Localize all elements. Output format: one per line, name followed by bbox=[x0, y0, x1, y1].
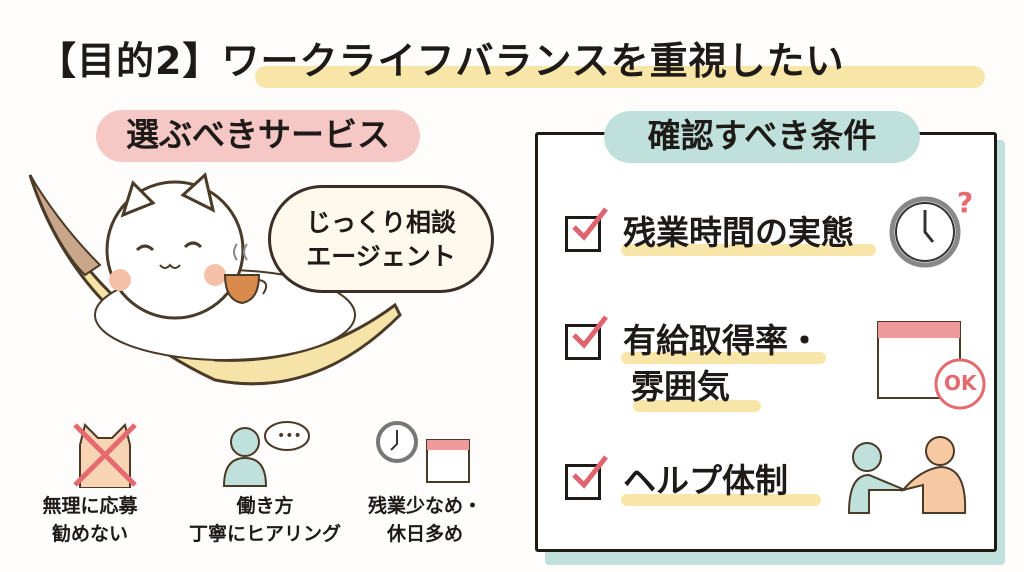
ok-badge: OK bbox=[944, 371, 977, 395]
person-speech-icon: ••• bbox=[222, 421, 310, 487]
cat-cross-icon bbox=[73, 423, 137, 488]
services-heading: 選ぶべきサービス bbox=[96, 110, 420, 162]
feature-label: 勧めない bbox=[51, 523, 128, 545]
feature-label: 働き方 bbox=[236, 495, 294, 517]
checkbox-checked[interactable] bbox=[565, 455, 608, 500]
text-highlight bbox=[621, 352, 826, 364]
condition-label: 残業時間の実態 bbox=[623, 213, 854, 252]
text-highlight bbox=[633, 400, 761, 412]
condition-help-system: ヘルプ体制 bbox=[565, 455, 885, 508]
condition-label: 雰囲気 bbox=[631, 367, 730, 406]
bubble-line-2: エージェント bbox=[306, 242, 456, 271]
clock-calendar-icon bbox=[376, 421, 470, 483]
clock-question-icon: ? bbox=[889, 186, 973, 268]
feature-label: 残業少なめ・ bbox=[367, 495, 482, 517]
conditions-heading: 確認すべき条件 bbox=[604, 111, 920, 163]
svg-text:•••: ••• bbox=[277, 428, 302, 444]
checkbox-checked[interactable] bbox=[565, 207, 608, 252]
title-highlight bbox=[255, 66, 985, 88]
feature-label: 休日多め bbox=[386, 523, 463, 545]
speech-bubble: じっくり相談 エージェント bbox=[268, 185, 494, 293]
feature-label: 丁寧にヒアリング bbox=[188, 523, 341, 545]
condition-label: 有給取得率・ bbox=[623, 321, 821, 360]
feature-less-overtime: 残業少なめ・ 休日多め bbox=[340, 492, 510, 548]
condition-overtime: 残業時間の実態 bbox=[565, 207, 885, 260]
feature-label: 無理に応募 bbox=[42, 495, 138, 517]
svg-text:?: ? bbox=[957, 186, 973, 219]
cat-hammock-illustration bbox=[28, 172, 402, 386]
feature-no-pressure: 無理に応募 勧めない bbox=[5, 492, 175, 548]
bubble-line-1: じっくり相談 bbox=[305, 208, 456, 237]
checkbox-checked[interactable] bbox=[565, 315, 608, 360]
calendar-ok-icon: OK bbox=[876, 312, 986, 417]
condition-paid-leave: 有給取得率・ 雰囲気 bbox=[565, 315, 885, 418]
condition-label: ヘルプ体制 bbox=[623, 461, 788, 500]
helping-hand-icon bbox=[847, 436, 967, 514]
text-highlight bbox=[621, 244, 876, 256]
text-highlight bbox=[621, 494, 821, 506]
page-title: 【目的2】ワークライフバランスを重視したい bbox=[38, 39, 845, 83]
feature-hearing: 働き方 丁寧にヒアリング bbox=[175, 492, 355, 548]
